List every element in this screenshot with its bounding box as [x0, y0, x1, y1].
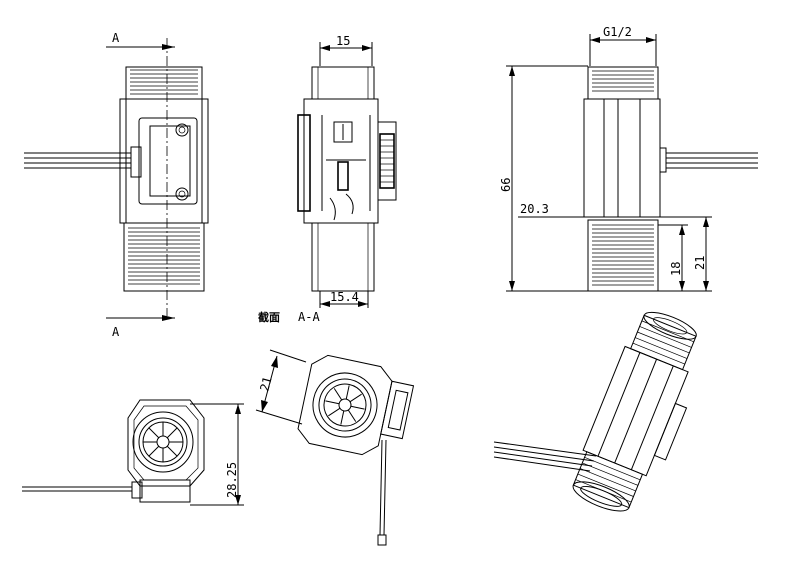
- end-view: 28.25: [22, 399, 244, 506]
- section-label-code: A-A: [298, 310, 320, 324]
- section-view: 15 15.4: [258, 34, 397, 324]
- dim-length-18: 18: [669, 262, 683, 276]
- dim-height-66: 66: [499, 178, 513, 192]
- dim-width-15: 15: [336, 34, 350, 48]
- dim-height-28-25: 28.25: [225, 462, 239, 498]
- dim-tilt-21: 21: [257, 375, 274, 393]
- isometric-view: [493, 311, 697, 512]
- section-label-cn: 截面: [258, 310, 280, 324]
- front-view: A A: [24, 31, 209, 339]
- dim-width-15-4: 15.4: [330, 290, 359, 304]
- dim-offset-20-3: 20.3: [520, 202, 549, 216]
- tilted-end-view: 21: [255, 349, 415, 546]
- dim-thread-g1-2: G1/2: [603, 25, 632, 39]
- side-view: G1/2: [499, 25, 758, 292]
- section-marker-top: A: [112, 31, 120, 45]
- dim-length-21: 21: [693, 256, 707, 270]
- section-marker-bottom: A: [112, 325, 120, 339]
